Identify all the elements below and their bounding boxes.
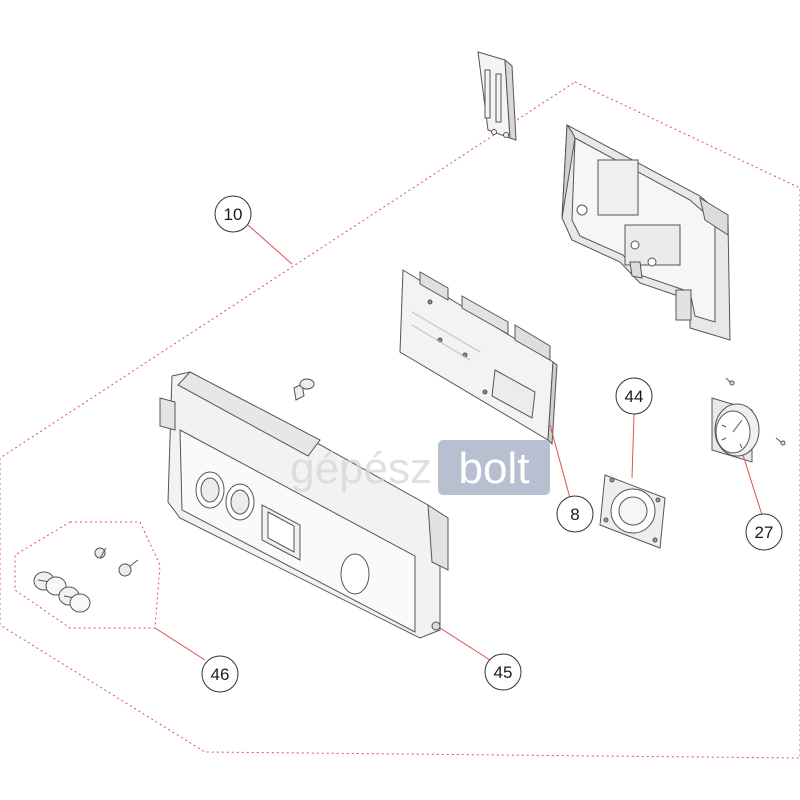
callout-10: 10 bbox=[214, 195, 252, 233]
watermark-left: gépész bbox=[290, 444, 432, 493]
knob-group-outline bbox=[14, 521, 161, 629]
leader-44 bbox=[631, 413, 635, 479]
gasket-part bbox=[599, 474, 666, 549]
screw-part bbox=[293, 378, 315, 401]
watermark: gépész bolt bbox=[290, 440, 550, 495]
control-panel-part bbox=[159, 371, 449, 639]
callout-8: 8 bbox=[556, 495, 594, 533]
bracket-part bbox=[477, 51, 517, 141]
leader-10 bbox=[247, 224, 293, 265]
svg-text:10: 10 bbox=[224, 205, 243, 224]
callout-45: 45 bbox=[484, 653, 522, 691]
svg-text:46: 46 bbox=[211, 665, 230, 684]
callout-27: 27 bbox=[745, 513, 783, 551]
leader-27 bbox=[742, 454, 763, 516]
callout-44: 44 bbox=[615, 377, 653, 415]
callout-46: 46 bbox=[201, 655, 239, 693]
watermark-right: bolt bbox=[459, 444, 530, 493]
housing-part bbox=[561, 123, 731, 341]
leader-46 bbox=[154, 627, 206, 661]
svg-text:45: 45 bbox=[494, 663, 513, 682]
watermark-box bbox=[438, 440, 550, 495]
knob-part bbox=[33, 547, 139, 613]
gauge-part bbox=[711, 377, 786, 463]
svg-text:27: 27 bbox=[755, 523, 774, 542]
leader-45 bbox=[439, 627, 491, 661]
svg-text:8: 8 bbox=[570, 505, 579, 524]
assembly-group-outline bbox=[0, 81, 800, 759]
pcb-part bbox=[399, 269, 558, 446]
leader-8 bbox=[549, 424, 571, 499]
leader-lines bbox=[154, 224, 763, 661]
svg-text:44: 44 bbox=[625, 387, 644, 406]
